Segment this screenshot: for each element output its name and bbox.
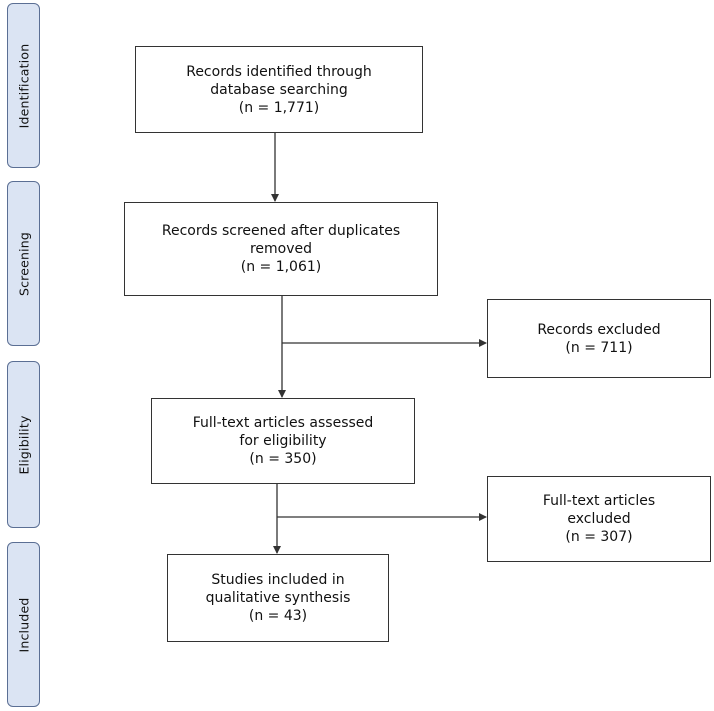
- phase-screening: Screening: [7, 181, 40, 346]
- phase-included: Included: [7, 542, 40, 707]
- box-records-identified: Records identified through database sear…: [135, 46, 423, 133]
- records-identified-line2: database searching: [210, 81, 348, 98]
- records-screened-line2: removed: [249, 241, 313, 257]
- studies-included-line1: Studies included in: [211, 572, 345, 588]
- fulltext-excluded-line2: excluded: [567, 511, 631, 527]
- studies-included-line2: qualitative synthesis: [205, 590, 351, 606]
- fulltext-assessed-line2: for eligibility: [239, 433, 327, 449]
- box-records-screened: Records screened after duplicates remove…: [124, 202, 438, 296]
- phase-eligibility: Eligibility: [7, 361, 40, 528]
- records-screened-line1: Records screened after duplicates: [161, 223, 401, 239]
- records-identified-line1: Records identified through: [186, 63, 372, 80]
- fulltext-excluded-line1: Full-text articles: [542, 493, 656, 509]
- records-excluded-line1: Records excluded: [537, 321, 661, 338]
- records-excluded-count: (n = 711): [565, 339, 633, 356]
- box-fulltext-excluded: Full-text articles excluded (n = 307): [487, 476, 711, 562]
- fulltext-assessed-count: (n = 350): [249, 451, 317, 467]
- records-screened-count: (n = 1,061): [240, 259, 322, 275]
- studies-included-count: (n = 43): [248, 608, 308, 624]
- records-identified-count: (n = 1,771): [238, 99, 320, 116]
- fulltext-assessed-line1: Full-text articles assessed: [192, 415, 374, 431]
- box-fulltext-assessed: Full-text articles assessed for eligibil…: [151, 398, 415, 484]
- phase-identification: Identification: [7, 3, 40, 168]
- box-records-excluded: Records excluded (n = 711): [487, 299, 711, 378]
- fulltext-excluded-count: (n = 307): [565, 529, 633, 545]
- box-studies-included: Studies included in qualitative synthesi…: [167, 554, 389, 642]
